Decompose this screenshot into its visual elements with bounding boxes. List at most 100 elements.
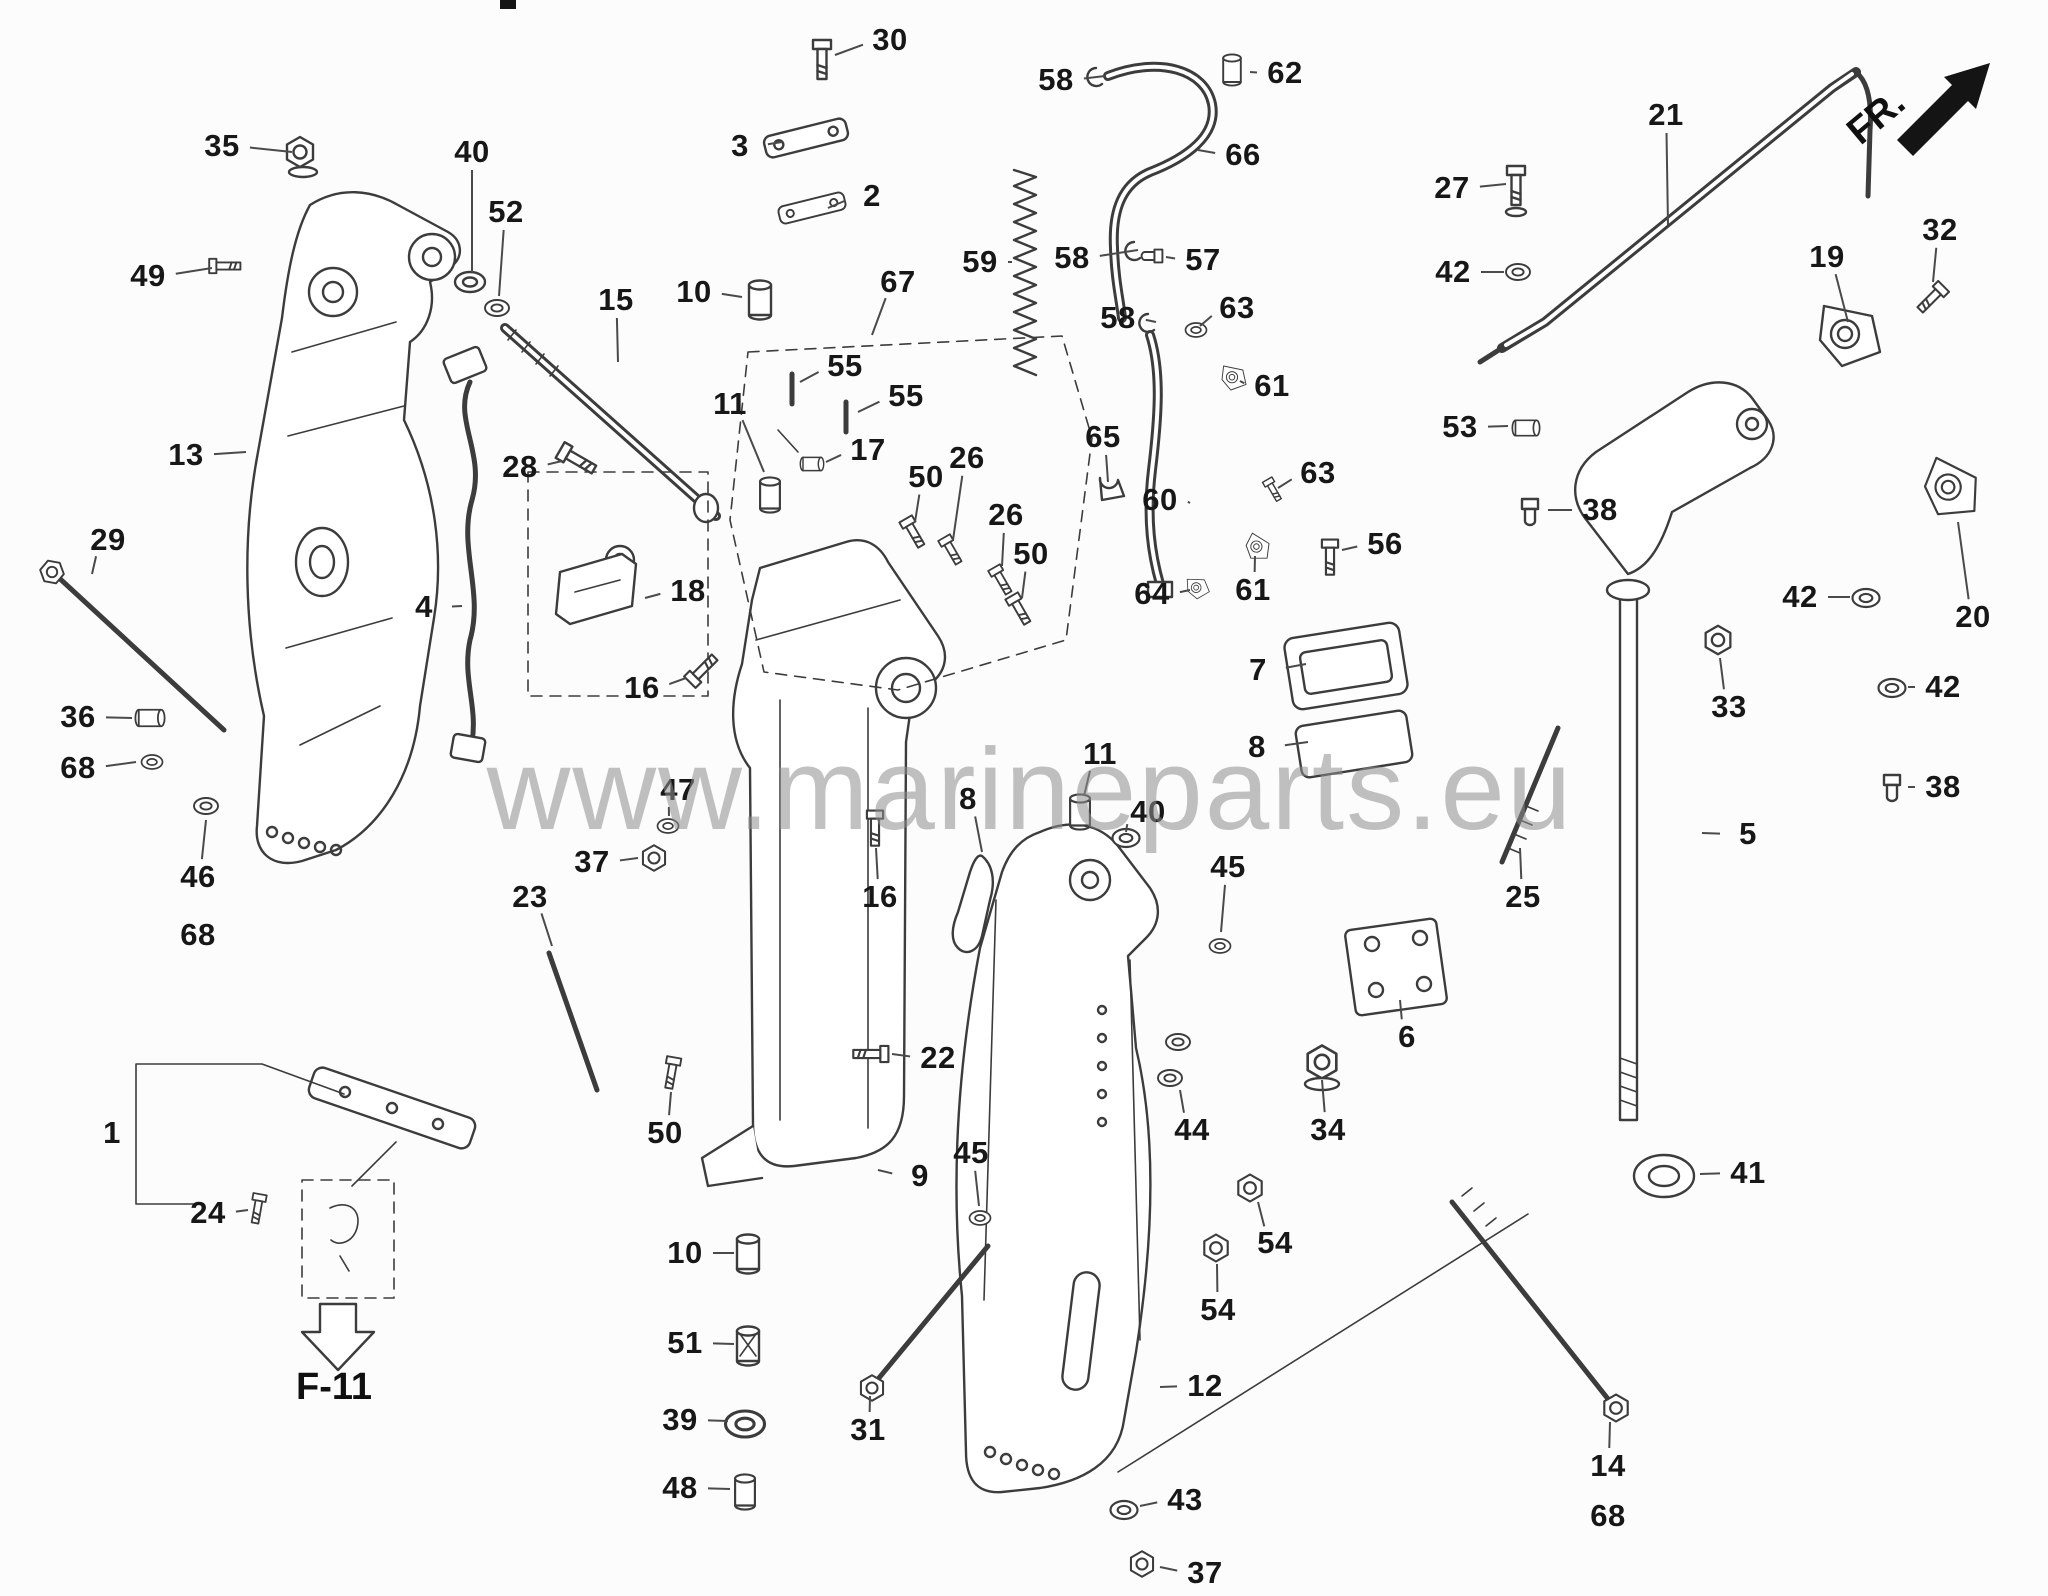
center-swivel-case	[604, 539, 947, 1188]
part-callout: 61	[1235, 572, 1271, 607]
leader-line	[105, 716, 133, 719]
leader-line	[1487, 425, 1509, 428]
leader-line	[615, 317, 619, 363]
leader-line	[1834, 273, 1849, 323]
part-callout: 33	[1711, 689, 1747, 724]
part-callout: 46	[180, 859, 216, 894]
leader-line	[875, 847, 879, 880]
leader-line	[914, 494, 921, 523]
leader-line	[1284, 741, 1309, 747]
part-callout: 24	[190, 1195, 226, 1230]
part-callout: 42	[1435, 254, 1471, 289]
part-callout: 26	[949, 440, 985, 475]
leader-line	[235, 1209, 249, 1213]
part-callout: 53	[1442, 409, 1478, 444]
leader-line	[1159, 1385, 1178, 1388]
part-callout: 40	[1130, 794, 1166, 829]
leader-line	[1105, 454, 1109, 483]
part-callout: 65	[1085, 419, 1121, 454]
part-callout: 18	[670, 573, 706, 608]
leader-line	[1187, 500, 1191, 504]
mount-plates-and-block	[951, 621, 1448, 1017]
part-callout: 37	[1187, 1555, 1223, 1590]
sensor-cable	[442, 345, 825, 764]
leader-line	[871, 297, 887, 336]
leader-line	[1021, 571, 1027, 599]
figure-reference-label: F-11	[296, 1366, 373, 1408]
leader-line	[1159, 1566, 1178, 1572]
part-callout: 34	[1310, 1112, 1346, 1147]
leader-line	[741, 419, 765, 473]
leader-line	[1001, 532, 1005, 567]
part-callout: 60	[1142, 482, 1178, 517]
leader-line	[1519, 847, 1523, 880]
front-direction-arrow-icon	[1897, 63, 1990, 156]
part-callout: 1	[103, 1115, 121, 1150]
part-callout: 58	[1054, 240, 1090, 275]
leader-line	[721, 292, 743, 298]
leader-line	[644, 592, 661, 599]
leader-line	[827, 199, 846, 209]
leader-line	[707, 1419, 729, 1422]
leader-line	[1257, 1201, 1266, 1227]
leader-line	[1321, 1079, 1326, 1113]
part-callout: 45	[1210, 849, 1246, 884]
part-callout: 63	[1300, 455, 1336, 490]
dashed-regions	[527, 335, 1093, 697]
right-stern-bracket	[955, 823, 1159, 1494]
part-callout: 68	[180, 917, 216, 952]
part-callout: 57	[1185, 242, 1221, 277]
part-callout: 29	[90, 522, 126, 557]
leader-line	[1665, 132, 1669, 226]
leader-line	[1699, 1172, 1721, 1175]
scan-artifact-mark	[500, 0, 516, 9]
leader-line	[1165, 256, 1176, 260]
leader-line	[1277, 478, 1293, 489]
swivel-shaft	[1574, 381, 1775, 1199]
leader-line	[1179, 589, 1191, 594]
leader-line	[1608, 1421, 1611, 1449]
leader-line	[857, 400, 880, 413]
part-callout: 9	[911, 1158, 929, 1193]
leader-line	[1083, 770, 1092, 797]
part-callout: 63	[1219, 290, 1255, 325]
part-callout: 61	[1254, 368, 1290, 403]
part-callout: 15	[598, 282, 634, 317]
leader-line	[877, 1169, 893, 1175]
leader-line	[825, 454, 842, 463]
leader-line	[1199, 315, 1213, 327]
part-callout: 14	[1590, 1448, 1626, 1483]
part-callout: 64	[1134, 576, 1170, 611]
part-callout: 42	[1925, 669, 1961, 704]
part-callout: 58	[1038, 62, 1074, 97]
leader-line	[1139, 1501, 1158, 1507]
part-callout: 21	[1648, 97, 1684, 132]
part-callout: 10	[676, 274, 712, 309]
part-callout: 8	[1248, 729, 1266, 764]
leader-line	[668, 677, 687, 685]
leader-line	[1179, 1089, 1185, 1113]
part-callout: 25	[1505, 879, 1541, 914]
part-callout: 20	[1955, 599, 1991, 634]
part-callout: 55	[888, 378, 924, 413]
part-callout: 38	[1582, 492, 1618, 527]
leader-line	[952, 475, 964, 541]
part-callout: 12	[1187, 1368, 1223, 1403]
leader-line	[891, 1053, 911, 1058]
part-callout: 50	[1013, 536, 1049, 571]
part-callout: 5	[1739, 816, 1757, 851]
leader-line	[707, 1487, 731, 1490]
leader-line	[767, 141, 783, 146]
part-callout: 42	[1782, 579, 1818, 614]
part-callout: 41	[1730, 1155, 1766, 1190]
part-callout: 36	[60, 699, 96, 734]
part-callout: 17	[850, 432, 886, 467]
part-callout: 45	[953, 1135, 989, 1170]
breather-tubes	[1086, 61, 1218, 599]
part-callout: 55	[827, 348, 863, 383]
left-stern-bracket	[246, 191, 461, 865]
part-callout: 50	[647, 1115, 683, 1150]
part-callout: 54	[1257, 1225, 1293, 1260]
